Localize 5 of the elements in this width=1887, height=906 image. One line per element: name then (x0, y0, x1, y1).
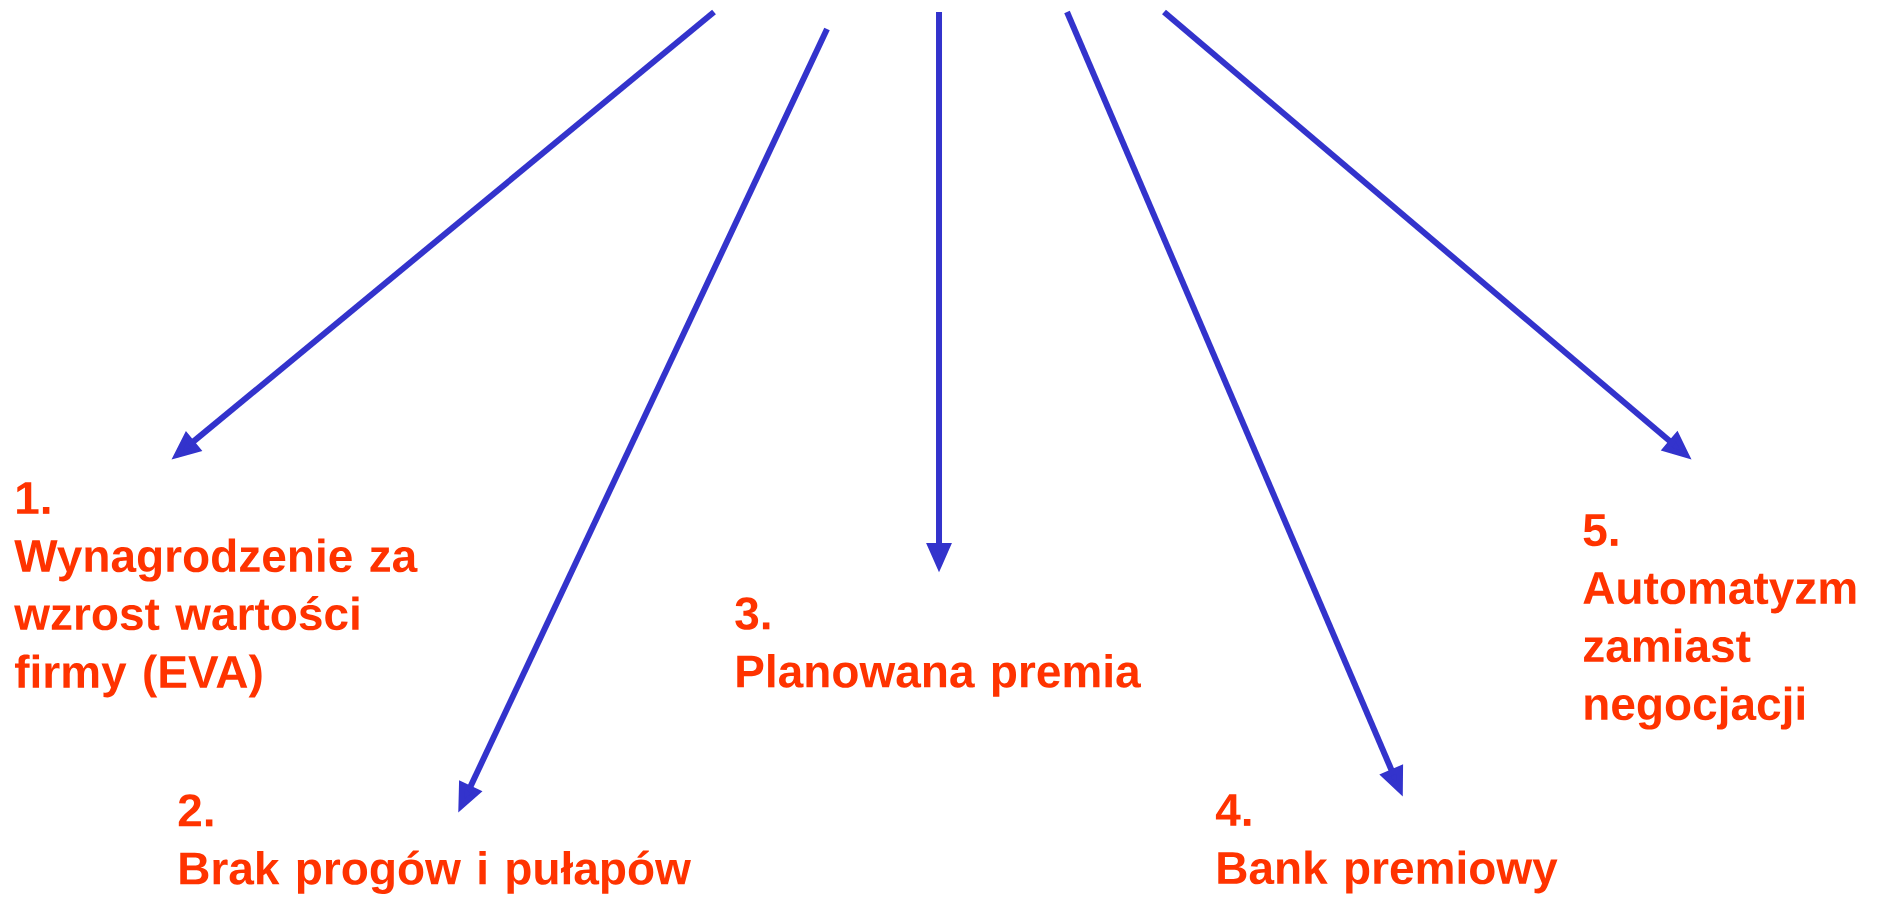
numbered-label: 5. Automatyzm zamiast negocjacji (1583, 514, 1856, 730)
numbered-label: 4. Bank premiowy (1215, 794, 1558, 894)
numbered-label: 1. Wynagrodzenie za wzrost wartości firmy (EVA) (14, 482, 418, 698)
numbered-label: 3. Planowana premia (735, 597, 1141, 697)
numbered-label: 2. Brak progów i pułapów (178, 794, 691, 895)
